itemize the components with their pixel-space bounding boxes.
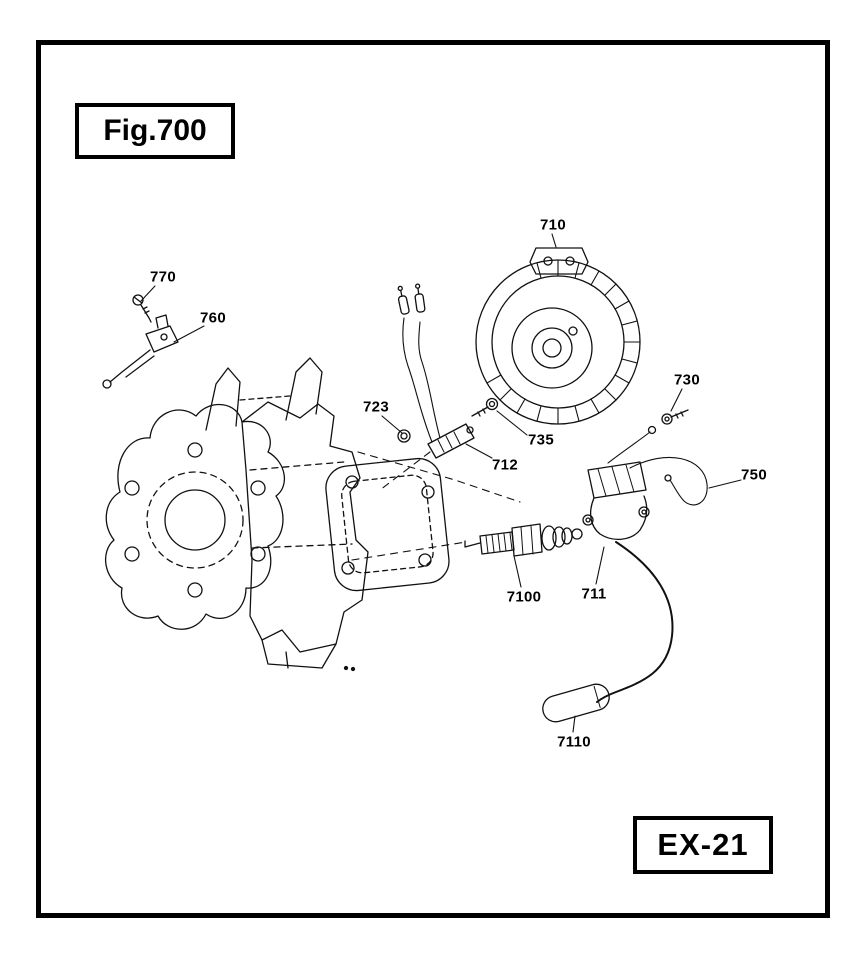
engine-crankcase-drawing <box>104 357 521 672</box>
sheet-code-box: EX-21 <box>633 816 773 874</box>
part-label-7110: 7110 <box>557 733 591 751</box>
figure-label: Fig.700 <box>103 114 207 147</box>
part-label-712: 712 <box>492 456 518 474</box>
stop-switch-drawing <box>102 314 179 389</box>
wire-terminal-drawing <box>397 283 475 459</box>
screw-770-drawing <box>132 294 152 323</box>
figure-label-box: Fig.700 <box>75 103 235 159</box>
part-label-760: 760 <box>200 309 226 327</box>
part-label-7100: 7100 <box>506 588 542 606</box>
bolt-735-drawing <box>471 397 499 417</box>
part-label-750: 750 <box>741 466 767 484</box>
ignition-coil-drawing <box>582 461 650 540</box>
bolt-730-drawing <box>607 409 689 464</box>
part-label-711: 711 <box>581 585 607 603</box>
part-label-770: 770 <box>150 268 176 286</box>
part-label-735: 735 <box>528 431 554 449</box>
bushing-723-drawing <box>397 429 411 443</box>
part-label-710: 710 <box>540 216 566 234</box>
part-label-723: 723 <box>363 398 389 416</box>
spark-plug-cap-drawing <box>542 683 610 723</box>
spark-plug-drawing <box>464 523 583 557</box>
sheet-code: EX-21 <box>657 827 749 862</box>
part-label-730: 730 <box>674 371 700 389</box>
lead-wire-drawing <box>596 456 708 703</box>
figure-frame <box>36 40 830 918</box>
flywheel-drawing <box>475 247 641 425</box>
leader-lines <box>140 233 742 733</box>
